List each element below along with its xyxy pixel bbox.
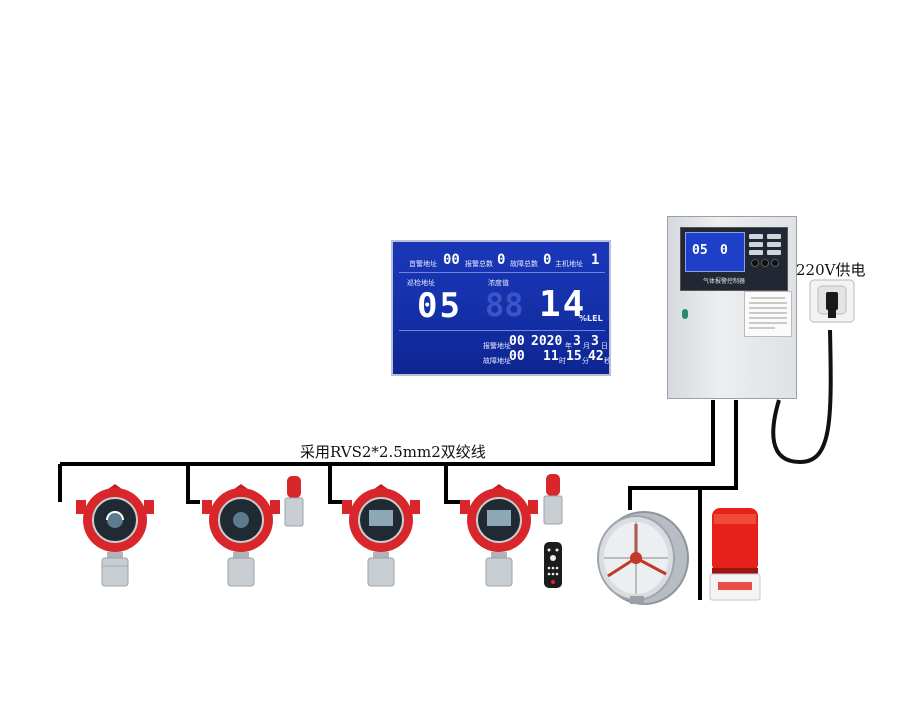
month-unit: 月 <box>583 342 590 350</box>
patrol-address-label: 巡检地址 <box>407 279 435 287</box>
drop-cable-4 <box>444 464 462 504</box>
cabinet-lock-icon <box>682 309 688 319</box>
fan-cable <box>628 400 738 510</box>
alarm-address-value: 00 <box>509 334 525 349</box>
year-unit: 年 <box>565 342 572 350</box>
power-socket <box>809 279 855 323</box>
minute-unit: 分 <box>582 357 589 365</box>
cable-spec-label: 采用RVS2*2.5mm2双绞线 <box>300 443 486 461</box>
power-supply-label: 220V供电 <box>796 261 866 279</box>
controller-brand-text: 气体报警控制器 <box>703 278 746 285</box>
date-month: 3 <box>573 334 581 349</box>
keypad[interactable] <box>747 232 783 270</box>
concentration-unit: %LEL <box>579 314 603 323</box>
alarm-total-value: 0 <box>497 252 506 268</box>
gas-alarm-controller-cabinet: 05 0 气体报警控制器 <box>667 216 797 399</box>
day-unit: 日 <box>601 342 608 350</box>
time-minute: 15 <box>566 349 582 364</box>
concentration-label: 浓度值 <box>488 279 509 287</box>
gas-detector-2 <box>202 484 280 587</box>
lcd-display-panel: 首警地址 00 报警总数 0 故障总数 0 主机地址 1 巡检地址 05 浓度值… <box>391 240 611 376</box>
date-day: 3 <box>591 334 599 349</box>
alarm-beacon-2 <box>543 474 563 525</box>
second-unit: 秒 <box>604 357 611 365</box>
patrol-address-value: 05 <box>417 286 462 326</box>
hour-unit: 时 <box>559 357 566 365</box>
alarm-beacon-1 <box>284 476 304 527</box>
controller-front-panel: 05 0 气体报警控制器 <box>680 227 788 291</box>
drop-cable-2 <box>186 464 200 504</box>
bus-cable <box>60 400 715 466</box>
nameplate-text-lines <box>749 297 787 329</box>
cabinet-nameplate <box>744 291 792 337</box>
remote-control <box>544 542 562 588</box>
ghost-digits: 88 <box>485 286 524 324</box>
date-year: 2020 <box>531 334 563 349</box>
mini-lcd-right-digits: 0 <box>720 243 728 258</box>
time-second: 42 <box>588 349 604 364</box>
fault-total-value: 0 <box>543 252 552 268</box>
gas-detector-4 <box>460 484 538 587</box>
mini-lcd-left-digits: 05 <box>692 243 708 258</box>
alarm-address-label: 报警地址 <box>483 342 511 350</box>
fault-address-value: 00 <box>509 349 525 364</box>
host-address-label: 主机地址 <box>555 260 583 268</box>
concentration-value: 14 <box>539 284 587 325</box>
gas-detector-3 <box>342 484 420 587</box>
time-hour: 11 <box>543 349 559 364</box>
power-cord <box>771 329 833 465</box>
first-alarm-label: 首警地址 <box>409 260 437 268</box>
drop-cable-3 <box>328 464 345 504</box>
first-alarm-value: 00 <box>443 252 460 268</box>
exhaust-fan <box>597 511 689 605</box>
alarm-total-label: 报警总数 <box>465 260 493 268</box>
controller-mini-lcd: 05 0 <box>685 232 745 272</box>
fault-total-label: 故障总数 <box>510 260 538 268</box>
fault-address-label: 故障地址 <box>483 357 511 365</box>
gas-detector-1 <box>76 484 154 587</box>
sound-light-alarm <box>709 508 761 601</box>
host-address-value: 1 <box>591 252 600 268</box>
